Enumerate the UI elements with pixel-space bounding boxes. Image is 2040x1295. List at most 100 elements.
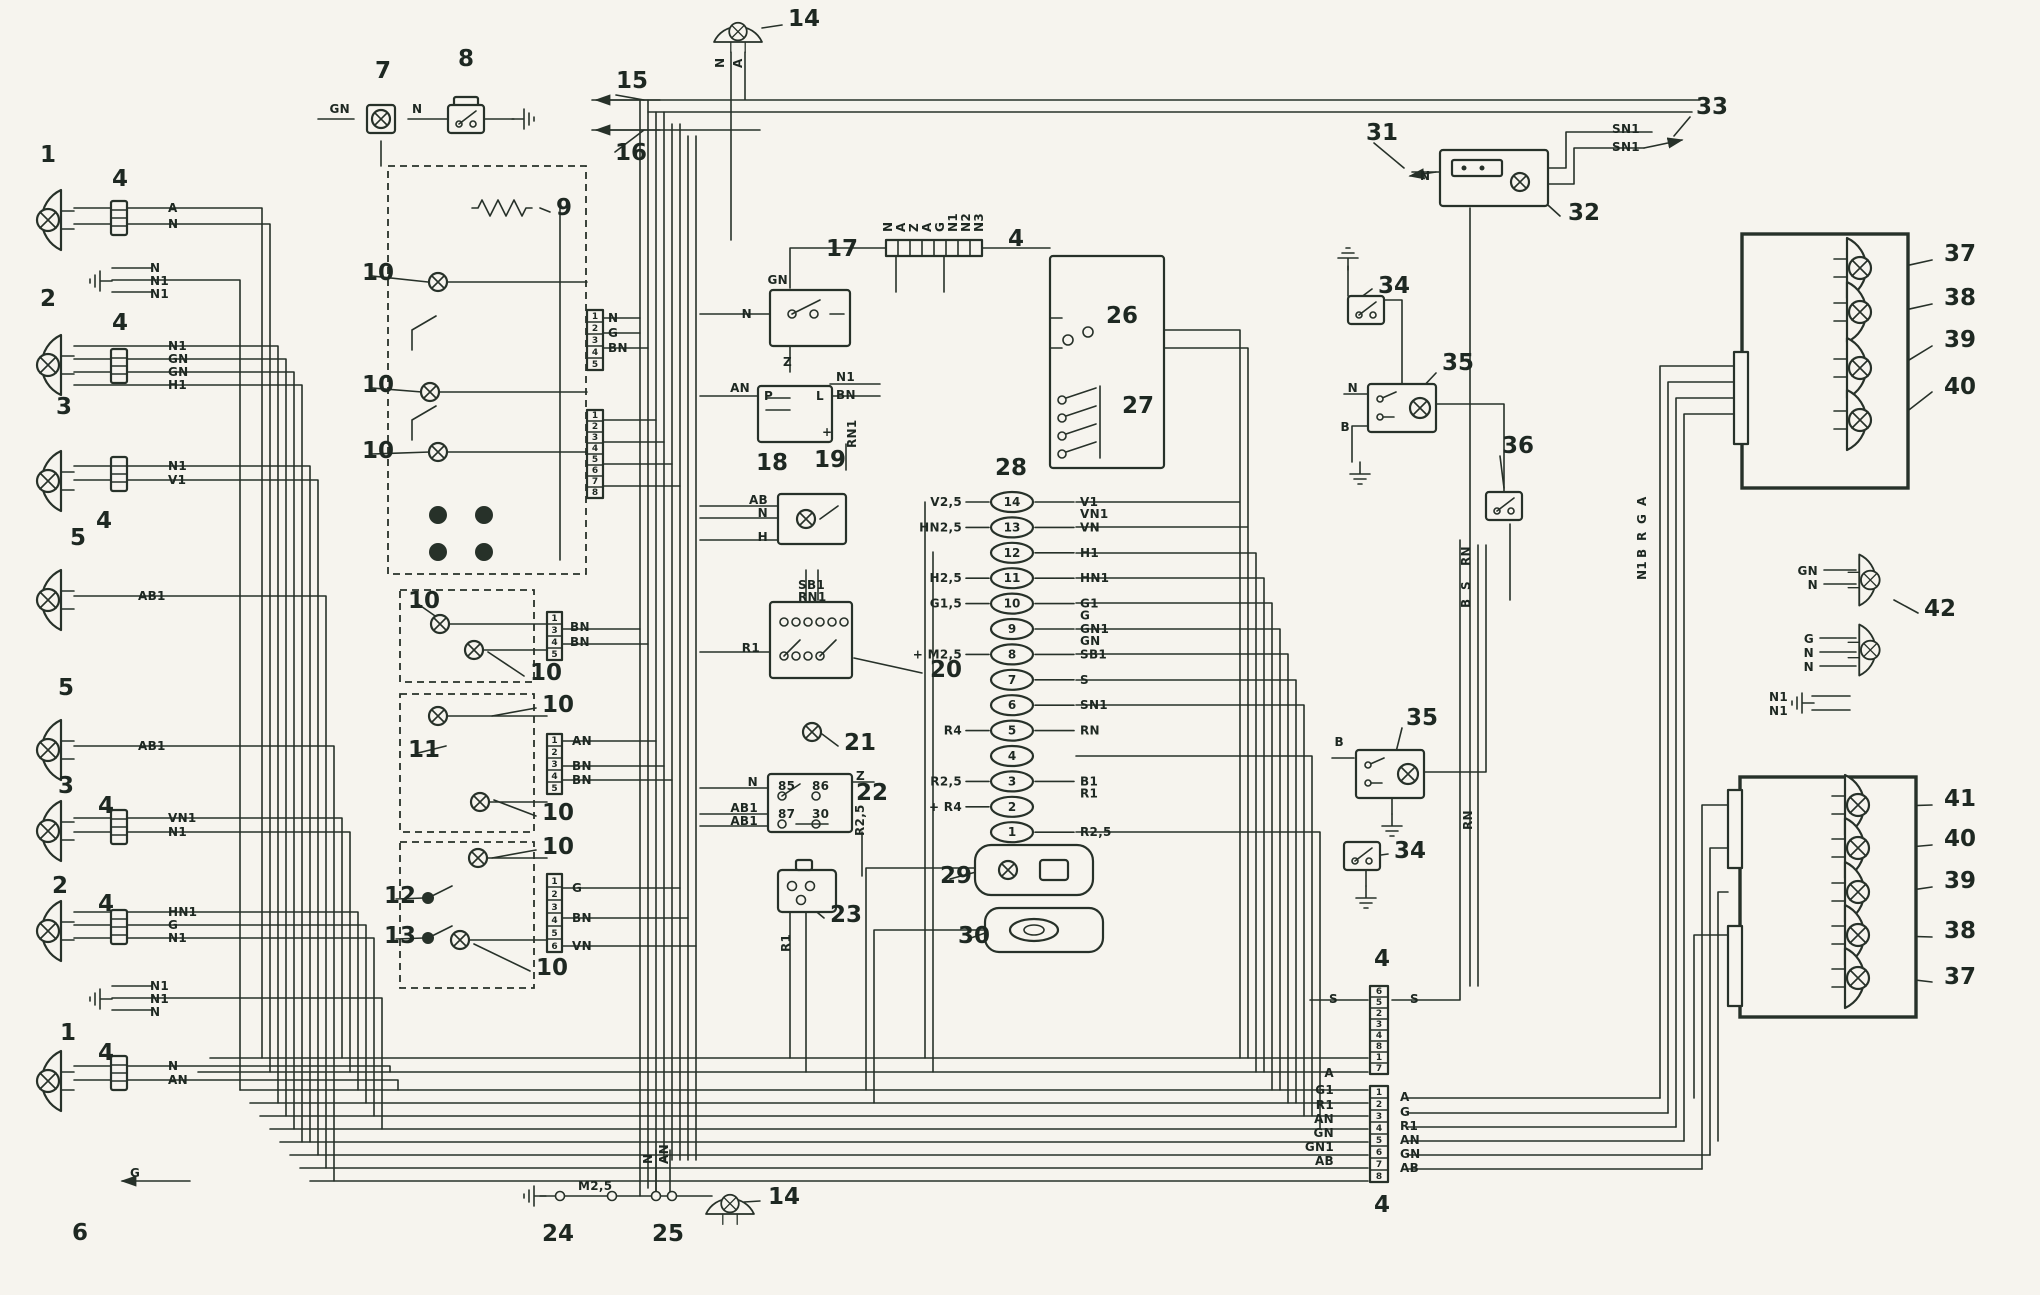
wire-label-GN1: GN1 [1305, 1140, 1334, 1154]
callout-10: 10 [536, 955, 568, 981]
panel-strip-3-pin-6: 6 [551, 942, 557, 952]
side-lamp-42-lower [1847, 623, 1881, 677]
wire-label-AB1: AB1 [730, 801, 758, 815]
cluster-strip-b-pin-4: 4 [592, 444, 598, 454]
junction-24b [606, 1190, 618, 1202]
junction-25 [650, 1190, 662, 1202]
ground-icon [1381, 813, 1403, 837]
callout-40: 40 [1944, 374, 1976, 400]
rear-lamp-cluster-bottom [1726, 773, 1918, 1019]
wire-label-AB: AB [1315, 1154, 1334, 1168]
lamp-5-lower [35, 718, 76, 782]
wire-label-Z: Z [907, 223, 921, 232]
wire-label-R1: R1 [779, 934, 793, 952]
wire-label-BN: BN [572, 773, 592, 787]
wire-label-R: R [1635, 531, 1649, 541]
callout-9: 9 [556, 195, 572, 221]
wire-label-G: G [1804, 632, 1814, 646]
callout-7: 7 [375, 58, 391, 84]
connector-28-terminal-3 [989, 770, 1035, 793]
lamp-5-upper [35, 568, 76, 632]
wire-label-Z: Z [856, 769, 865, 783]
cluster-strip-a-pin-1: 1 [592, 312, 598, 322]
panel-strip-2-pin-4: 4 [551, 772, 557, 782]
callout-21: 21 [844, 730, 876, 756]
connector-28-terminal-11 [989, 567, 1035, 590]
wire-label-R4: R4 [944, 724, 962, 738]
right-connector-s-pin-4: 4 [1376, 1031, 1382, 1041]
panel-strip-3-pin-2: 2 [551, 890, 557, 900]
wire-label-N: N [168, 217, 178, 231]
callout-4: 4 [1008, 226, 1024, 252]
cluster-strip-b-pin-7: 7 [592, 477, 598, 487]
wire-label-VN: VN [1080, 520, 1100, 534]
wire-label-H: H [758, 530, 768, 544]
cluster-strip-a-pin-2: 2 [592, 324, 598, 334]
wire-label-H1: H1 [168, 378, 187, 392]
cluster-strip-a-pin-4: 4 [592, 348, 598, 358]
wire-label-AN: AN [730, 381, 750, 395]
cluster-contacts [411, 315, 437, 441]
lamp-3-top [35, 449, 76, 513]
panel-strip-2-pin-2: 2 [551, 748, 557, 758]
panel-strip-2-pin-1: 1 [551, 736, 557, 746]
callout-31: 31 [1366, 120, 1398, 146]
wire-label-AN: AN [572, 734, 592, 748]
cluster-strip-b-pin-3: 3 [592, 433, 598, 443]
ground-icon [89, 988, 113, 1010]
wire-label-+: + [822, 425, 832, 439]
cluster-strip-b-pin-6: 6 [592, 466, 598, 476]
connector-28-terminal-7 [989, 668, 1035, 691]
callout-11: 11 [408, 737, 440, 763]
connector-28-terminal-8 [989, 643, 1035, 666]
wire-label-VN1: VN1 [168, 811, 197, 825]
wire-label-GN1: GN1 [1080, 622, 1109, 636]
wire-label-A: A [1400, 1090, 1410, 1104]
right-connector-s-pin-8: 8 [1376, 1042, 1382, 1052]
wire-label-S: S [1410, 992, 1419, 1006]
wire-label-N: N [1348, 381, 1358, 395]
rear-lamp-cluster-top [1732, 232, 1910, 490]
wire-label-BN: BN [572, 759, 592, 773]
connector-28-pin-4: 4 [1008, 749, 1016, 763]
cluster-strip-a-pin-3: 3 [592, 336, 598, 346]
wire-label-N: N [758, 506, 768, 520]
ground-icon [1349, 461, 1371, 485]
connector-28-terminal-9 [989, 617, 1035, 641]
cluster-strip-b-pin-5: 5 [592, 455, 598, 465]
connector-28-pin-2: 2 [1008, 800, 1016, 814]
wire-label-GN: GN [1080, 634, 1101, 648]
callout-34: 34 [1378, 273, 1410, 299]
wire-label-V2,5: V2,5 [930, 495, 962, 509]
wire-label-N: N [641, 1154, 655, 1164]
panel-strip-1-pin-4: 4 [551, 638, 557, 648]
cluster-strip-b-pin-2: 2 [592, 422, 598, 432]
wire-label-G1: G1 [1315, 1083, 1334, 1097]
wire-label-SN1: SN1 [1612, 122, 1640, 136]
wire-label-BN: BN [570, 635, 590, 649]
ground-icon [89, 270, 113, 292]
connector-28-pin-11: 11 [1004, 571, 1021, 585]
connector-28-pin-3: 3 [1008, 774, 1016, 788]
right-connector-s-pin-2: 2 [1376, 1009, 1382, 1019]
callout-38: 38 [1944, 918, 1976, 944]
wire-label-GN: GN [768, 273, 789, 287]
wire-label-N: N [150, 261, 160, 275]
ground-icon [523, 1185, 547, 1207]
callout-10: 10 [408, 588, 440, 614]
lamp-14-top [713, 21, 763, 54]
callout-1: 1 [60, 1020, 76, 1046]
wire-label-SN1: SN1 [1612, 140, 1640, 154]
gauge-dot [475, 543, 493, 561]
callout-10: 10 [542, 834, 574, 860]
switch-34-bottom [1342, 840, 1382, 872]
connector-28-terminal-10 [989, 592, 1035, 615]
callout-4: 4 [1374, 1192, 1390, 1218]
panel-strip-3-pin-4: 4 [551, 916, 557, 926]
panel-strip-1-pin-1: 1 [551, 614, 557, 624]
side-lamp-42-upper [1847, 553, 1881, 607]
callout-1: 1 [40, 142, 56, 168]
wire-label-N2: N2 [959, 213, 973, 232]
callout-4: 4 [98, 793, 114, 819]
ground-icon [1337, 247, 1359, 271]
